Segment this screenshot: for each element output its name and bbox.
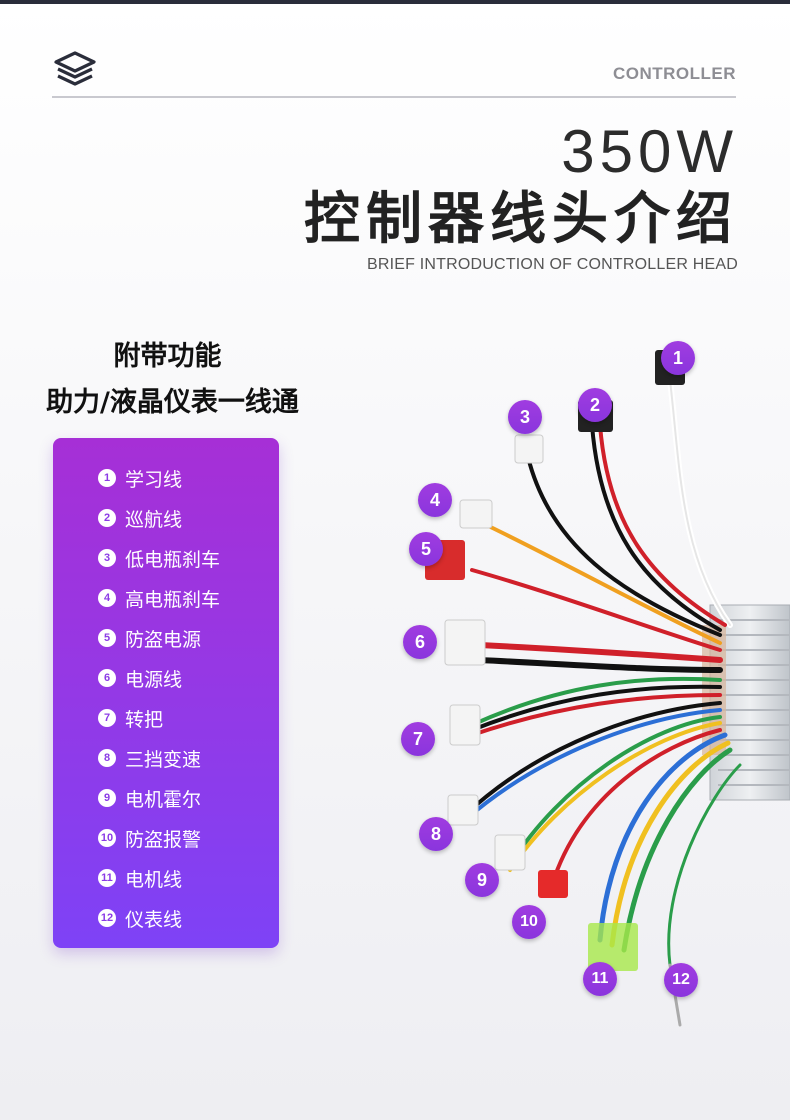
list-item-label: 高电瓶刹车 (125, 588, 221, 611)
list-item: 6 电源线 (98, 658, 279, 698)
wire-badge-number: 9 (476, 869, 487, 890)
wire-badge-number: 7 (412, 728, 423, 749)
number-badge: 10 (98, 829, 116, 847)
wire-badge-number: 1 (672, 347, 683, 368)
number-badge: 5 (98, 629, 116, 647)
list-item-label: 仪表线 (125, 908, 183, 931)
wire-badge-number: 2 (589, 394, 600, 415)
list-item-label: 学习线 (125, 468, 183, 491)
wire-badge-number: 6 (414, 631, 425, 652)
top-bar (0, 0, 790, 4)
list-item-label: 防盗报警 (125, 828, 202, 851)
list-item: 7 转把 (98, 698, 279, 738)
number-badge: 8 (98, 749, 116, 767)
list-item-label: 巡航线 (125, 508, 183, 531)
wire-list-panel: 1 学习线 2 巡航线 3 低电瓶刹车 4 高电瓶刹车 5 防盗电源 6 电源线 7 转把 8… (53, 438, 279, 948)
list-item-label: 低电瓶刹车 (125, 548, 221, 571)
wire-badge-2: 2 (578, 388, 612, 422)
wire-badge-number: 10 (520, 913, 538, 930)
list-item-label: 三挡变速 (125, 748, 202, 771)
wire-badge-11: 11 (583, 962, 617, 996)
number-badge: 3 (98, 549, 116, 567)
number-badge: 7 (98, 709, 116, 727)
header-divider (52, 96, 736, 98)
list-item-label: 电机霍尔 (125, 788, 202, 811)
wire-badge-number: 4 (429, 489, 440, 510)
wire-badge-1: 1 (661, 341, 695, 375)
list-item: 4 高电瓶刹车 (98, 578, 279, 618)
number-badge: 2 (98, 509, 116, 527)
list-item-label: 防盗电源 (125, 628, 202, 651)
wire-badge-3: 3 (508, 400, 542, 434)
wire-badge-6: 6 (403, 625, 437, 659)
number-badge: 4 (98, 589, 116, 607)
list-item: 1 学习线 (98, 458, 279, 498)
number-badge: 6 (98, 669, 116, 687)
feature-heading: 附带功能 (113, 341, 222, 372)
wire-badge-number: 5 (420, 538, 431, 559)
layers-icon (54, 51, 96, 86)
number-badge: 1 (98, 469, 116, 487)
list-item: 11 电机线 (98, 858, 279, 898)
wire-badge-9: 9 (465, 863, 499, 897)
list-item-label: 电机线 (125, 868, 183, 891)
power-rating: 350W (561, 118, 738, 185)
list-item-label: 电源线 (125, 668, 183, 691)
list-item: 3 低电瓶刹车 (98, 538, 279, 578)
header-label: CONTROLLER (612, 64, 736, 83)
list-item-label: 转把 (125, 708, 164, 731)
list-item: 2 巡航线 (98, 498, 279, 538)
wire-badge-8: 8 (419, 817, 453, 851)
wire-badge-number: 11 (591, 970, 609, 987)
wire-badge-number: 3 (519, 406, 530, 427)
wire-badge-number: 12 (672, 971, 690, 988)
list-item: 12 仪表线 (98, 898, 279, 938)
page-subtitle: BRIEF INTRODUCTION OF CONTROLLER HEAD (367, 256, 738, 273)
number-badge: 9 (98, 789, 116, 807)
list-item: 5 防盗电源 (98, 618, 279, 658)
wire-badge-12: 12 (664, 963, 698, 997)
wire-badge-7: 7 (401, 722, 435, 756)
list-item: 10 防盗报警 (98, 818, 279, 858)
wire-list: 1 学习线 2 巡航线 3 低电瓶刹车 4 高电瓶刹车 5 防盗电源 6 电源线 7 转把 8… (53, 438, 279, 938)
list-item: 8 三挡变速 (98, 738, 279, 778)
feature-description: 助力/液晶仪表一线通 (46, 387, 299, 418)
number-badge: 12 (98, 909, 116, 927)
wire-badge-number: 8 (430, 823, 441, 844)
wire-badge-4: 4 (418, 483, 452, 517)
wire-badge-5: 5 (409, 532, 443, 566)
controller-illustration (425, 350, 790, 1027)
wire-badge-10: 10 (512, 905, 546, 939)
number-badge: 11 (98, 869, 116, 887)
list-item: 9 电机霍尔 (98, 778, 279, 818)
page-title: 控制器线头介绍 (304, 187, 738, 252)
